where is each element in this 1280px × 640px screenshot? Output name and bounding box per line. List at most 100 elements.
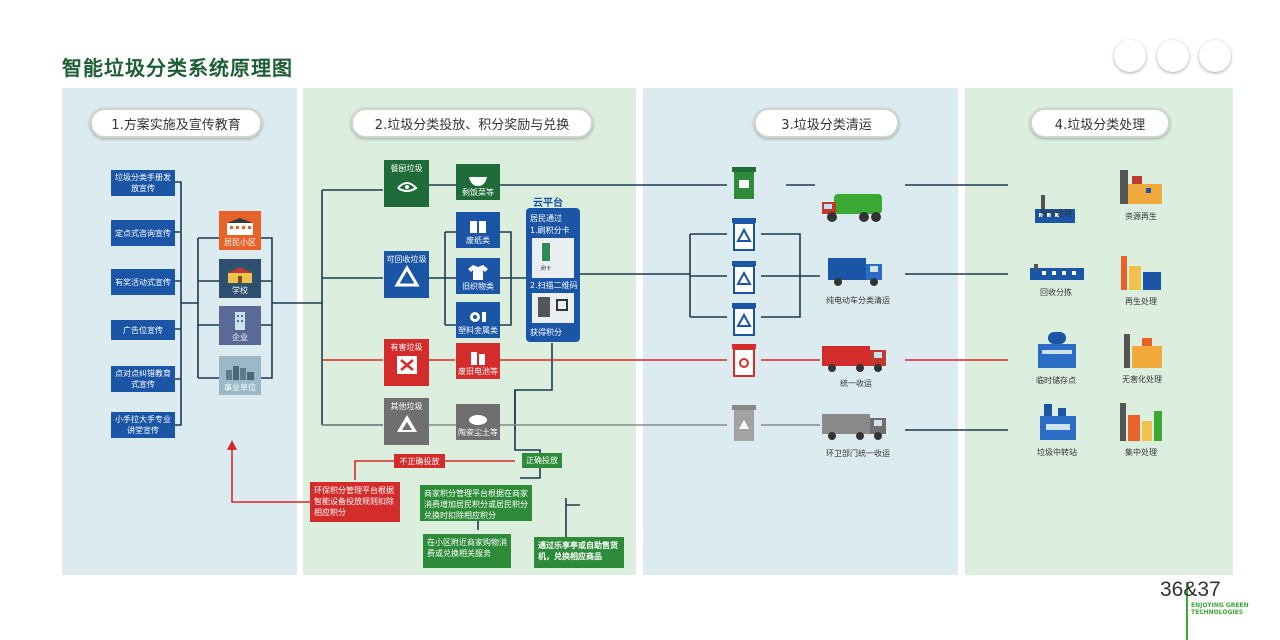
badge-sharing: SHARING (1114, 40, 1146, 72)
page-number: 36&37 (1160, 578, 1221, 601)
truck-kitchen (820, 190, 886, 228)
process-left-2: 回收分拣 (1040, 288, 1072, 297)
cloud-title: 云平台 (533, 198, 563, 209)
process-right-1: 资源再生 (1125, 212, 1157, 221)
factory-icon (1035, 195, 1075, 223)
footer-divider (1186, 582, 1188, 640)
facility-sorting (1028, 262, 1086, 286)
process-left-3: 临时储存点 (1036, 376, 1076, 385)
subitem-batteries-label: 废旧电池等 (458, 367, 498, 376)
enterprise-icon (235, 312, 245, 330)
cloud-line4: 获得积分 (530, 328, 562, 337)
transport-label-electric: 纯电动车分类清运 (826, 296, 890, 305)
bin-other (731, 404, 757, 441)
merchant-points-box: 商家积分管理平台根据在商家消费增加居民积分或居民积分兑换时扣除相应积分 (420, 485, 532, 521)
process-right-3: 无害化处理 (1122, 375, 1162, 384)
recycle-icon (393, 265, 420, 287)
residential-icon (227, 218, 253, 235)
wrong-disposal-tag: 不正确投放 (394, 454, 445, 468)
category-hazardous-label: 有害垃圾 (390, 343, 423, 352)
subitem-textile-label: 旧织物类 (462, 282, 494, 291)
correct-disposal-tag: 正确投放 (522, 453, 562, 468)
subitem-leftovers: 剩饭菜等 (456, 164, 500, 200)
facility-resource-regeneration (1116, 166, 1166, 210)
entity-residential-label: 居民小区 (224, 238, 256, 247)
campaign-item-1: 垃圾分类手册发放宣传 (111, 170, 175, 196)
subitem-plastic-metal: 塑料金属类 (456, 302, 500, 338)
qr-code-icon (556, 299, 568, 311)
bin-hazardous (731, 343, 757, 377)
subitem-textile: 旧织物类 (456, 258, 500, 294)
section-title-1: 1.方案实施及宣传教育 (90, 108, 262, 138)
campaign-item-2: 定点式咨询宣传 (111, 220, 175, 246)
process-right-4: 集中处理 (1125, 448, 1157, 457)
entity-institution: 事业单位 (219, 356, 261, 395)
subitem-leftovers-label: 剩饭菜等 (462, 188, 494, 197)
hazard-icon (396, 356, 417, 374)
blue-bin-icon (732, 303, 756, 336)
section-title-3: 3.垃圾分类清运 (754, 108, 899, 138)
shirt-icon (468, 265, 488, 280)
sorting-plant-icon (1030, 264, 1084, 280)
truck-electric (826, 256, 886, 292)
campaign-item-5: 点对点纠错教育式宣传 (111, 366, 175, 392)
footer-tagline-1: ENJOYING GREEN (1191, 602, 1249, 609)
penalty-rule-box: 环保积分管理平台根据智能设备投放规则扣除相应积分 (310, 482, 400, 522)
facility-kitchen-processing (1033, 193, 1077, 229)
gear-icon (470, 312, 486, 322)
section-panel-4 (965, 88, 1233, 575)
process-left-1: 厨余处理 (1040, 209, 1072, 218)
gray-bin-icon (732, 405, 756, 441)
card-swipe-image: 刷卡 (532, 238, 574, 278)
badge-green: GREEN (1199, 40, 1231, 72)
school-icon (228, 267, 252, 283)
transport-label-unified: 统一收运 (840, 379, 872, 388)
storage-building-icon (1038, 332, 1076, 368)
badge-enjoying: ENJOYING (1157, 40, 1189, 72)
process-left-4: 垃圾中转站 (1037, 448, 1077, 457)
transport-label-sanitation: 环卫部门统一收运 (826, 449, 890, 458)
badge-enjoying-label: ENJOYING (1160, 53, 1186, 59)
cloud-line1: 居民通过 (530, 214, 562, 223)
facility-harmless (1118, 330, 1166, 374)
blue-bin-icon (732, 218, 756, 251)
debris-icon (469, 415, 487, 425)
gray-truck-icon (822, 414, 886, 440)
footer-tagline-2: TECHNOLOGIES (1191, 609, 1244, 616)
treatment-plant-icon (1124, 334, 1162, 368)
red-bin-icon (732, 344, 756, 377)
redeem-kiosk-box: 通过乐享亭或自助售货机，兑换相应商品 (534, 537, 624, 568)
category-kitchen-label: 餐厨垃圾 (390, 164, 423, 173)
truck-other (820, 412, 890, 446)
bin-recyclable-2 (731, 260, 757, 294)
facility-transfer-station (1038, 402, 1078, 446)
subitem-ceramics: 陶瓷尘土等 (456, 404, 500, 440)
section-panel-3 (643, 88, 958, 575)
phone-icon (538, 297, 550, 317)
bin-kitchen (731, 166, 757, 200)
facility-centralized (1116, 401, 1166, 447)
bin-recyclable-1 (731, 217, 757, 251)
cloud-platform-box: 居民通过 1.刷积分卡 刷卡 2.扫描二维码 获得积分 (526, 208, 580, 342)
category-kitchen: 餐厨垃圾 (384, 160, 429, 207)
campaign-item-4: 广告位宣传 (111, 320, 175, 340)
subitem-batteries: 废旧电池等 (456, 343, 500, 379)
recycling-plant-icon (1120, 170, 1162, 204)
green-bin-icon (732, 167, 756, 199)
battery-icon (471, 352, 485, 365)
bowl-icon (469, 177, 487, 186)
qr-scan-image (532, 293, 574, 323)
badge-green-label: GREEN (1206, 53, 1224, 59)
subitem-plastic-metal-label: 塑料金属类 (458, 326, 498, 335)
section-panel-1 (62, 88, 297, 575)
truck-hazardous (820, 342, 890, 378)
campaign-item-6: 小手拉大手专业讲堂宣传 (111, 412, 175, 438)
process-right-2: 再生处理 (1125, 297, 1157, 306)
refinery-icon (1121, 256, 1161, 290)
section-title-4: 4.垃圾分类处理 (1030, 108, 1170, 138)
fish-bone-icon (396, 182, 418, 192)
entity-enterprise-label: 企业 (232, 333, 248, 342)
electric-truck-icon (828, 258, 882, 286)
entity-enterprise: 企业 (219, 306, 261, 345)
